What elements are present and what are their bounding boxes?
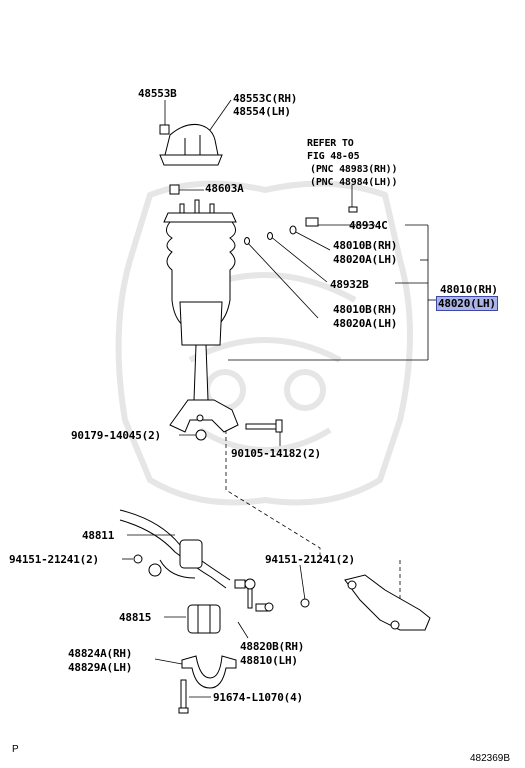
stabilizer-bushing-clamp [133,539,203,577]
part-label-94151-left[interactable]: 94151-21241(2) [9,553,99,566]
part-label-48824a[interactable]: 48824A(RH) [68,647,133,660]
small-hardware [244,206,358,245]
air-strut [163,199,239,433]
part-label-48815[interactable]: 48815 [119,611,152,624]
nut-48603a [169,184,180,195]
lower-arm [344,574,431,631]
part-label-48554[interactable]: 48554(LH) [233,105,291,118]
upper-cover [159,124,223,166]
part-label-48811[interactable]: 48811 [82,529,115,542]
bushing-48815 [187,604,221,634]
stabilizer-link [234,578,310,612]
part-label-48010b-bottom[interactable]: 48010B(RH) [333,303,398,316]
part-label-48820b[interactable]: 48820B(RH) [240,640,305,653]
part-label-48810[interactable]: 48810(LH) [240,654,298,667]
bracket-48824a [181,655,237,689]
part-label-94151-right[interactable]: 94151-21241(2) [265,553,355,566]
bolt-91674 [178,679,189,714]
refer-note-line3: (PNC 48983(RH)) [310,164,398,175]
page-marker: P [12,744,19,755]
bolt-and-nut [195,419,283,441]
cap-nut [159,124,170,135]
part-label-48553c[interactable]: 48553C(RH) [233,92,298,105]
part-label-48603a[interactable]: 48603A [205,182,244,195]
part-label-91674[interactable]: 91674-L1070(4) [213,691,303,704]
part-label-90105[interactable]: 90105-14182(2) [231,447,321,460]
stabilizer-bar [119,509,231,589]
refer-note-line1: REFER TO [307,138,354,149]
part-label-48829a[interactable]: 48829A(LH) [68,661,133,674]
figure-id: 482369B [470,753,511,764]
part-label-48020a-bottom[interactable]: 48020A(LH) [333,317,398,330]
dashed-links [225,430,401,600]
part-label-48010[interactable]: 48010(RH) [440,283,498,296]
part-label-48932b[interactable]: 48932B [330,278,369,291]
refer-note-line2[interactable]: FIG 48-05 [307,151,360,162]
part-label-48010b-top[interactable]: 48010B(RH) [333,239,398,252]
part-label-48934c[interactable]: 48934C [349,219,388,232]
refer-note-line4: (PNC 48984(LH)) [310,177,398,188]
part-label-48020-highlighted[interactable]: 48020(LH) [436,296,498,311]
part-label-48553b[interactable]: 48553B [138,87,177,100]
part-label-48020a-top[interactable]: 48020A(LH) [333,253,398,266]
part-label-90179[interactable]: 90179-14045(2) [71,429,161,442]
leader-lines [122,99,436,698]
